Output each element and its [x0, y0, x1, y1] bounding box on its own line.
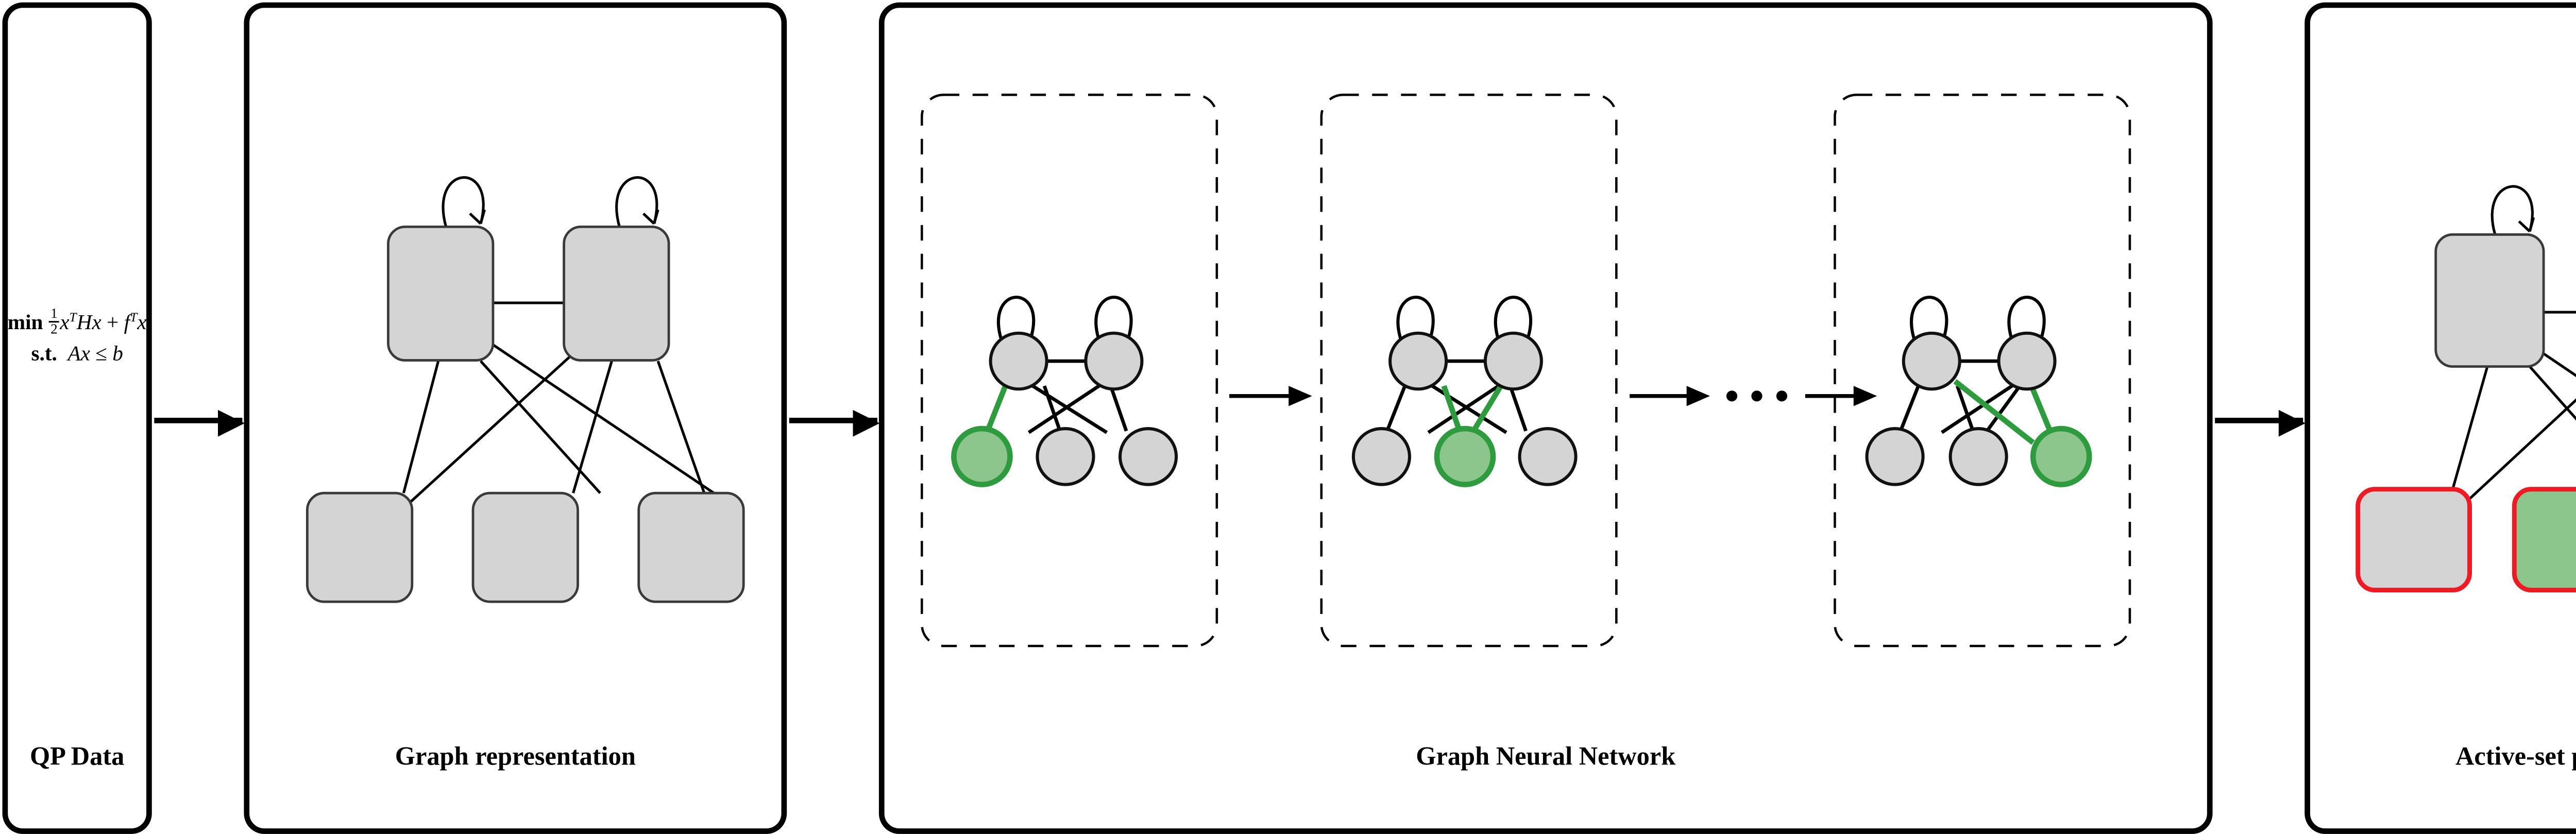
- active-set-node-c1-inactive-flagged: [2355, 487, 2472, 593]
- panel-label-graph-neural-network: Graph Neural Network: [1416, 742, 1676, 771]
- panel-active-set-prediction: [2304, 2, 2576, 834]
- gnn-l1-edges: [1027, 359, 1128, 434]
- gnn-l2-node-c3: [1518, 427, 1578, 486]
- self-loop-icon-h2: [615, 176, 659, 227]
- gnn-l3-node-h2: [1997, 331, 2057, 391]
- graph-node-h2: [563, 225, 670, 362]
- arrow-gnn-to-activeset: [2215, 410, 2306, 437]
- gnn-svg: [921, 93, 2131, 648]
- graph-node-h1: [387, 225, 495, 362]
- self-loop-icon-l2h2: [1494, 296, 1533, 341]
- graph-representation-svg: [306, 176, 745, 603]
- qp-formula-constraint: s.t. Ax ≤ b: [31, 341, 123, 365]
- self-loop-icon-l1h1: [997, 296, 1036, 341]
- gnn-l3-edges: [1899, 359, 2022, 434]
- self-loop-icon-as-h1: [2490, 185, 2535, 235]
- panel-label-graph-representation: Graph representation: [395, 742, 636, 771]
- panel-qp-data: [2, 2, 152, 834]
- self-loop-icon-l2h1: [1396, 296, 1435, 341]
- gnn-arrow-1-2: [1229, 386, 1312, 406]
- gnn-l3-node-c2: [1948, 427, 2008, 486]
- active-set-node-h1: [2434, 233, 2545, 368]
- gnn-layer-3: [1865, 296, 2092, 487]
- arrow-qp-to-graph: [154, 410, 245, 437]
- gnn-l1-node-c1-highlight: [951, 425, 1013, 487]
- gnn-l2-node-h1: [1388, 331, 1448, 391]
- gnn-l1-node-h2: [1084, 331, 1144, 391]
- gnn-l2-green-edges: [1441, 384, 1503, 433]
- gnn-l2-node-h2: [1483, 331, 1543, 391]
- gnn-l2-node-c2-highlight: [1434, 425, 1496, 487]
- active-set-svg: [2355, 185, 2576, 593]
- panel-label-active-set-prediction: Active-set prediction: [2455, 742, 2576, 771]
- graph-edges: [402, 301, 732, 506]
- panel-label-qp-data: QP Data: [29, 742, 125, 771]
- panel-graph-representation-frame: [244, 2, 787, 834]
- gnn-ellipsis: [1726, 390, 1788, 402]
- gnn-l2-node-c1: [1351, 427, 1411, 486]
- gnn-l3-node-h1: [1902, 331, 1961, 391]
- gnn-l3-node-c1: [1865, 427, 1925, 486]
- gnn-l3-green-edges: [1953, 379, 2054, 445]
- self-loop-icon-h1: [442, 176, 486, 227]
- gnn-arrow-dots-3: [1805, 386, 1877, 406]
- active-set-node-c2-active-flagged: [2512, 487, 2576, 593]
- self-loop-icon-l3h1: [1910, 296, 1948, 341]
- gnn-l1-node-c2: [1036, 427, 1095, 486]
- gnn-layer-1: [951, 296, 1178, 487]
- active-set-edges: [2451, 311, 2576, 512]
- self-loop-icon-l1h2: [1094, 296, 1133, 341]
- panel-graph-neural-network-frame: [878, 2, 2213, 834]
- gnn-l1-node-h1: [989, 331, 1048, 391]
- gnn-arrow-2-dots: [1630, 386, 1710, 406]
- self-loop-icon-l3h2: [2007, 296, 2046, 341]
- arrow-graph-to-gnn: [789, 410, 880, 437]
- gnn-layer-boxes: [921, 93, 2131, 648]
- gnn-l1-node-c3: [1118, 427, 1178, 486]
- gnn-l1-green-edge: [986, 385, 1008, 431]
- gnn-l3-node-c3-highlight: [2030, 425, 2092, 487]
- gnn-layer-2: [1351, 296, 1578, 487]
